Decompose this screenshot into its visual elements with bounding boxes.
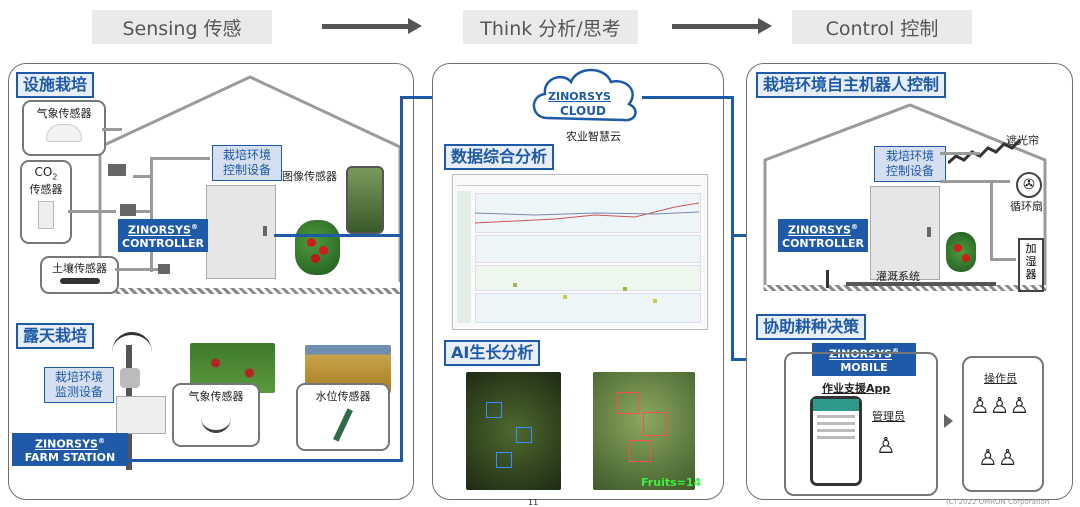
sensor-node — [120, 368, 140, 388]
water-probe-icon — [333, 408, 353, 442]
env-control-device-label: 栽培环境 控制设备 — [874, 146, 946, 182]
manager-label: 管理员 — [872, 410, 905, 423]
sensor-node — [826, 270, 829, 288]
mobile-frame — [784, 352, 938, 496]
sensor-wire — [115, 268, 160, 271]
page-number: 11 — [528, 498, 539, 507]
sensor-node — [120, 204, 136, 216]
shade-curtain-icon — [948, 138, 1020, 165]
assist-decision-title: 协助耕种决策 — [756, 314, 867, 340]
header-control: Control 控制 — [792, 10, 972, 44]
outdoor-weather-sensor-box: 气象传感器 — [172, 383, 260, 447]
app-label: 作业支援App — [822, 382, 891, 395]
robot-control-title: 栽培环境自主机器人控制 — [756, 72, 947, 98]
outdoor-title: 露天栽培 — [16, 323, 95, 349]
arrow-right-icon — [672, 18, 772, 34]
ai-analysis-title: AI生长分析 — [444, 340, 541, 366]
data-link-line — [731, 96, 734, 360]
tomato-plant-image — [285, 210, 345, 280]
image-sensor-label: 图像传感器 — [282, 170, 337, 183]
header-think: Think 分析/思考 — [463, 10, 638, 44]
controller-badge: ZINORSYS® CONTROLLER — [118, 219, 208, 252]
data-link-line — [274, 234, 402, 237]
soil-probe-icon — [59, 278, 100, 284]
ground-hatch — [764, 285, 1046, 291]
controller-badge: ZINORSYS® CONTROLLER — [778, 219, 868, 252]
co2-sensor-box: CO2 传感器 — [20, 160, 72, 244]
cloud-label: CLOUD — [560, 104, 606, 118]
circulation-fan-label: 循环扇 — [1010, 200, 1043, 213]
water-sensor-box: 水位传感器 — [296, 383, 390, 451]
plant-detection-photo — [466, 372, 561, 490]
fruit-detection-photo: Fruits=14 — [593, 372, 701, 490]
humidifier-box: 加 湿 器 — [1018, 238, 1044, 292]
control-cabinet — [870, 186, 940, 280]
co2-label: CO — [34, 165, 53, 179]
camera-device-icon — [346, 166, 384, 234]
control-cabinet — [206, 185, 276, 279]
copyright-text: (C) 2022 OMRON Corporation — [946, 498, 1050, 506]
water-sensor-label: 水位传感器 — [315, 390, 371, 403]
fruits-count-label: Fruits=14 — [641, 476, 702, 489]
weather-sensor-icon — [46, 124, 82, 142]
station-box — [116, 396, 166, 434]
control-wire — [940, 180, 1010, 183]
greenhouse-outline — [763, 103, 1047, 290]
triangle-right-icon — [944, 414, 953, 428]
outdoor-weather-sensor-label: 气象传感器 — [188, 390, 244, 403]
sensor-wire — [150, 157, 210, 160]
weather-sensor-label: 气象传感器 — [36, 107, 92, 120]
data-link-line — [642, 96, 734, 99]
co2-sensor-label: 传感器 — [29, 183, 63, 197]
sensor-wire — [150, 157, 153, 272]
ground-hatch — [100, 288, 400, 294]
control-wire — [940, 152, 980, 155]
sensor-node — [108, 164, 126, 176]
mobile-badge: ZINORSYS® MOBILE — [812, 343, 916, 376]
sensor-wire — [102, 128, 122, 131]
operator-label: 操作员 — [984, 372, 1017, 385]
irrigation-label: 灌溉系统 — [876, 270, 920, 283]
operator-icon: ♙♙ — [978, 446, 1018, 471]
control-wire — [990, 258, 1016, 261]
cloud-brand: ZINORSYS — [548, 90, 611, 103]
co2-sensor-icon — [38, 201, 54, 230]
farm-station-badge: ZINORSYS® FARM STATION — [12, 433, 128, 466]
soil-sensor-box: 土壤传感器 — [40, 256, 119, 294]
tomato-plant-image — [940, 228, 980, 278]
soil-sensor-label: 土壤传感器 — [52, 262, 107, 275]
sensor-wire — [133, 210, 153, 213]
sensor-node — [158, 264, 170, 274]
control-wire — [990, 180, 993, 260]
co2-subscript: 2 — [52, 172, 58, 182]
env-control-device-label: 栽培环境 控制设备 — [212, 145, 282, 181]
arrow-right-icon — [322, 18, 422, 34]
sensor-wire — [133, 175, 153, 178]
sensor-wire — [68, 210, 116, 213]
analytics-dashboard-image — [452, 174, 708, 330]
monitor-device-label: 栽培环境 监测设备 — [44, 367, 114, 403]
operator-frame — [962, 356, 1044, 492]
weather-sensor-box: 气象传感器 — [22, 100, 106, 156]
anemometer-icon — [201, 410, 231, 433]
operator-icon: ♙♙♙ — [970, 394, 1030, 419]
data-link-line — [400, 96, 403, 462]
greenhouse-title: 设施栽培 — [16, 72, 95, 98]
cloud-caption: 农业智慧云 — [566, 130, 621, 143]
fan-icon: ✇ — [1016, 172, 1042, 198]
anemometer-icon — [112, 332, 152, 355]
cloud-icon — [532, 68, 637, 122]
phone-screen-image — [810, 396, 862, 486]
irrigation-pipe — [846, 282, 996, 286]
data-link-line — [120, 459, 402, 462]
data-analysis-title: 数据综合分析 — [444, 144, 555, 170]
manager-icon: ♙ — [876, 434, 896, 459]
header-sensing: Sensing 传感 — [92, 10, 272, 44]
